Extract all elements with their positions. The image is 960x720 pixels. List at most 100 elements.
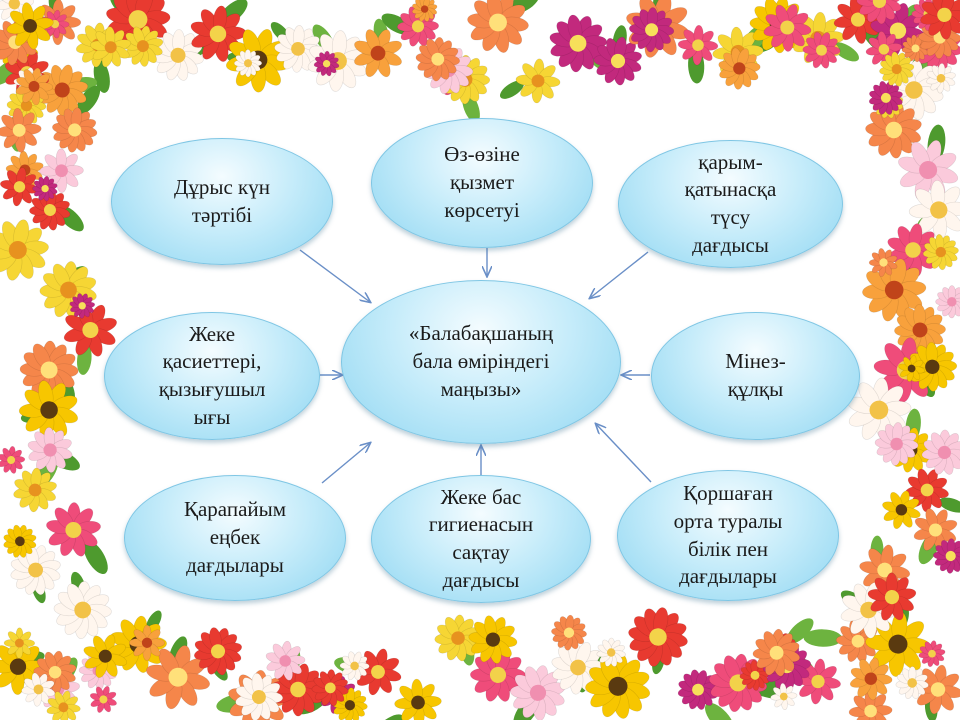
sunflower-flower (468, 615, 518, 664)
sunflower-flower (83, 634, 128, 678)
flower-magenta-flower (69, 293, 96, 319)
leaf (803, 629, 843, 647)
lily-orange-flower (718, 47, 761, 90)
node-communication-label: қарым- қатынасқа түсу дағдысы (684, 149, 777, 257)
flower-coral-flower (146, 645, 210, 710)
gerbera-red-flower (193, 627, 243, 676)
leaf (76, 85, 101, 115)
flower-magenta-flower (313, 50, 340, 77)
flower-magenta-flower (549, 14, 608, 73)
daisy-yellow-flower (879, 51, 915, 87)
daisy-yellow-flower (515, 58, 561, 104)
gerbera-red-flower (311, 669, 349, 707)
daisy-white-flower (21, 672, 56, 707)
flower-coral-flower (868, 248, 898, 277)
gerbera-red-flower (905, 468, 949, 513)
arrow-communication (590, 251, 649, 298)
daisy-yellow-flower (13, 467, 57, 513)
node-personal-qualities: Жеке қасиеттері, қызығушыл ығы (104, 312, 320, 440)
gerbera-pink-flower (802, 31, 841, 69)
gerbera-pink-flower (46, 502, 101, 557)
node-environment: Қоршаған орта туралы білік пен дағдылары (617, 470, 839, 601)
rose-pink-flower (898, 139, 959, 201)
gerbera-pink-flower (397, 6, 439, 47)
gerbera-pink-flower (918, 640, 946, 668)
flower-coral-flower (551, 614, 587, 651)
flower-magenta-flower (629, 7, 675, 53)
daisy-yellow-flower (46, 690, 81, 720)
rose-pink-flower (510, 665, 566, 720)
leaf (93, 59, 110, 93)
rose-pink-flower (874, 422, 919, 466)
daisy-white-flower (53, 580, 112, 640)
gerbera-pink-flower (89, 685, 117, 713)
sunflower-flower (3, 524, 37, 558)
lily-orange-flower (849, 657, 893, 701)
daisy-yellow-flower (3, 627, 36, 659)
flower-coral-flower (415, 37, 460, 82)
node-hygiene-label: Жеке бас гигиенасын сақтау дағдысы (428, 484, 534, 592)
gerbera-pink-flower (0, 446, 26, 474)
rose-pink-flower (265, 640, 306, 681)
flower-coral-flower (0, 107, 42, 153)
gerbera-pink-flower (795, 658, 841, 705)
daisy-white-flower (847, 377, 912, 442)
flower-coral-flower (848, 689, 893, 720)
node-communication: қарым- қатынасқа түсу дағдысы (618, 140, 843, 268)
flower-magenta-flower (32, 175, 58, 202)
sunflower-flower (394, 678, 442, 720)
daisy-yellow-flower (0, 219, 49, 281)
gerbera-red-flower (867, 572, 917, 621)
node-environment-label: Қоршаған орта туралы білік пен дағдылары (673, 481, 783, 589)
gerbera-red-flower (0, 167, 40, 207)
rose-pink-flower (921, 429, 960, 475)
daisy-white-flower (908, 180, 960, 240)
leaf (83, 540, 108, 575)
rose-pink-flower (27, 427, 73, 473)
node-hygiene: Жеке бас гигиенасын сақтау дағдысы (371, 475, 591, 603)
lily-orange-flower (862, 258, 927, 322)
gerbera-pink-flower (677, 24, 719, 66)
gerbera-red-flower (29, 189, 71, 231)
node-daily-routine-label: Дұрыс күн тәртібі (174, 174, 270, 227)
sunflower-flower (6, 2, 54, 50)
leaf (499, 80, 524, 99)
daisy-white-flower (151, 29, 204, 81)
flower-magenta-flower (932, 538, 960, 574)
gerbera-pink-flower (856, 0, 902, 25)
node-personal-qualities-label: Жеке қасиеттері, қызығушыл ығы (158, 321, 266, 429)
gerbera-pink-flower (763, 4, 812, 52)
daisy-white-flower (274, 25, 322, 73)
arrow-environment (596, 424, 652, 483)
daisy-yellow-flower (922, 234, 959, 271)
node-daily-routine: Дұрыс күн тәртібі (111, 138, 333, 265)
lily-orange-flower (15, 67, 54, 106)
lily-orange-flower (128, 624, 166, 661)
leaf (786, 618, 814, 644)
daisy-white-flower (895, 666, 929, 700)
flower-coral-flower (752, 628, 801, 677)
sunflower-flower (332, 687, 368, 720)
center-node: «Балабақшаның бала өміріндегі маңызы» (341, 280, 621, 444)
daisy-white-flower (926, 63, 956, 94)
leaf (705, 702, 735, 720)
gerbera-red-flower (354, 648, 402, 696)
daisy-white-flower (596, 637, 626, 667)
rose-pink-flower (39, 148, 84, 193)
node-self-service-label: Өз-өзіне қызмет көрсетуі (444, 142, 520, 222)
flower-coral-flower (467, 0, 529, 53)
node-self-service: Өз-өзіне қызмет көрсетуі (371, 118, 593, 248)
flower-coral-flower (865, 101, 922, 159)
leaf (938, 497, 960, 513)
rose-pink-flower (935, 285, 960, 319)
sunflower-flower (0, 638, 47, 695)
arrow-labour-skills (321, 443, 370, 484)
daisy-white-flower (770, 682, 798, 711)
daisy-white-flower (339, 651, 370, 681)
gerbera-red-flower (628, 607, 688, 667)
lily-orange-flower (354, 29, 402, 78)
node-behaviour-label: Мінез- құлқы (725, 349, 786, 401)
sunflower-flower (882, 490, 921, 530)
node-behaviour: Мінез- құлқы (651, 312, 860, 440)
